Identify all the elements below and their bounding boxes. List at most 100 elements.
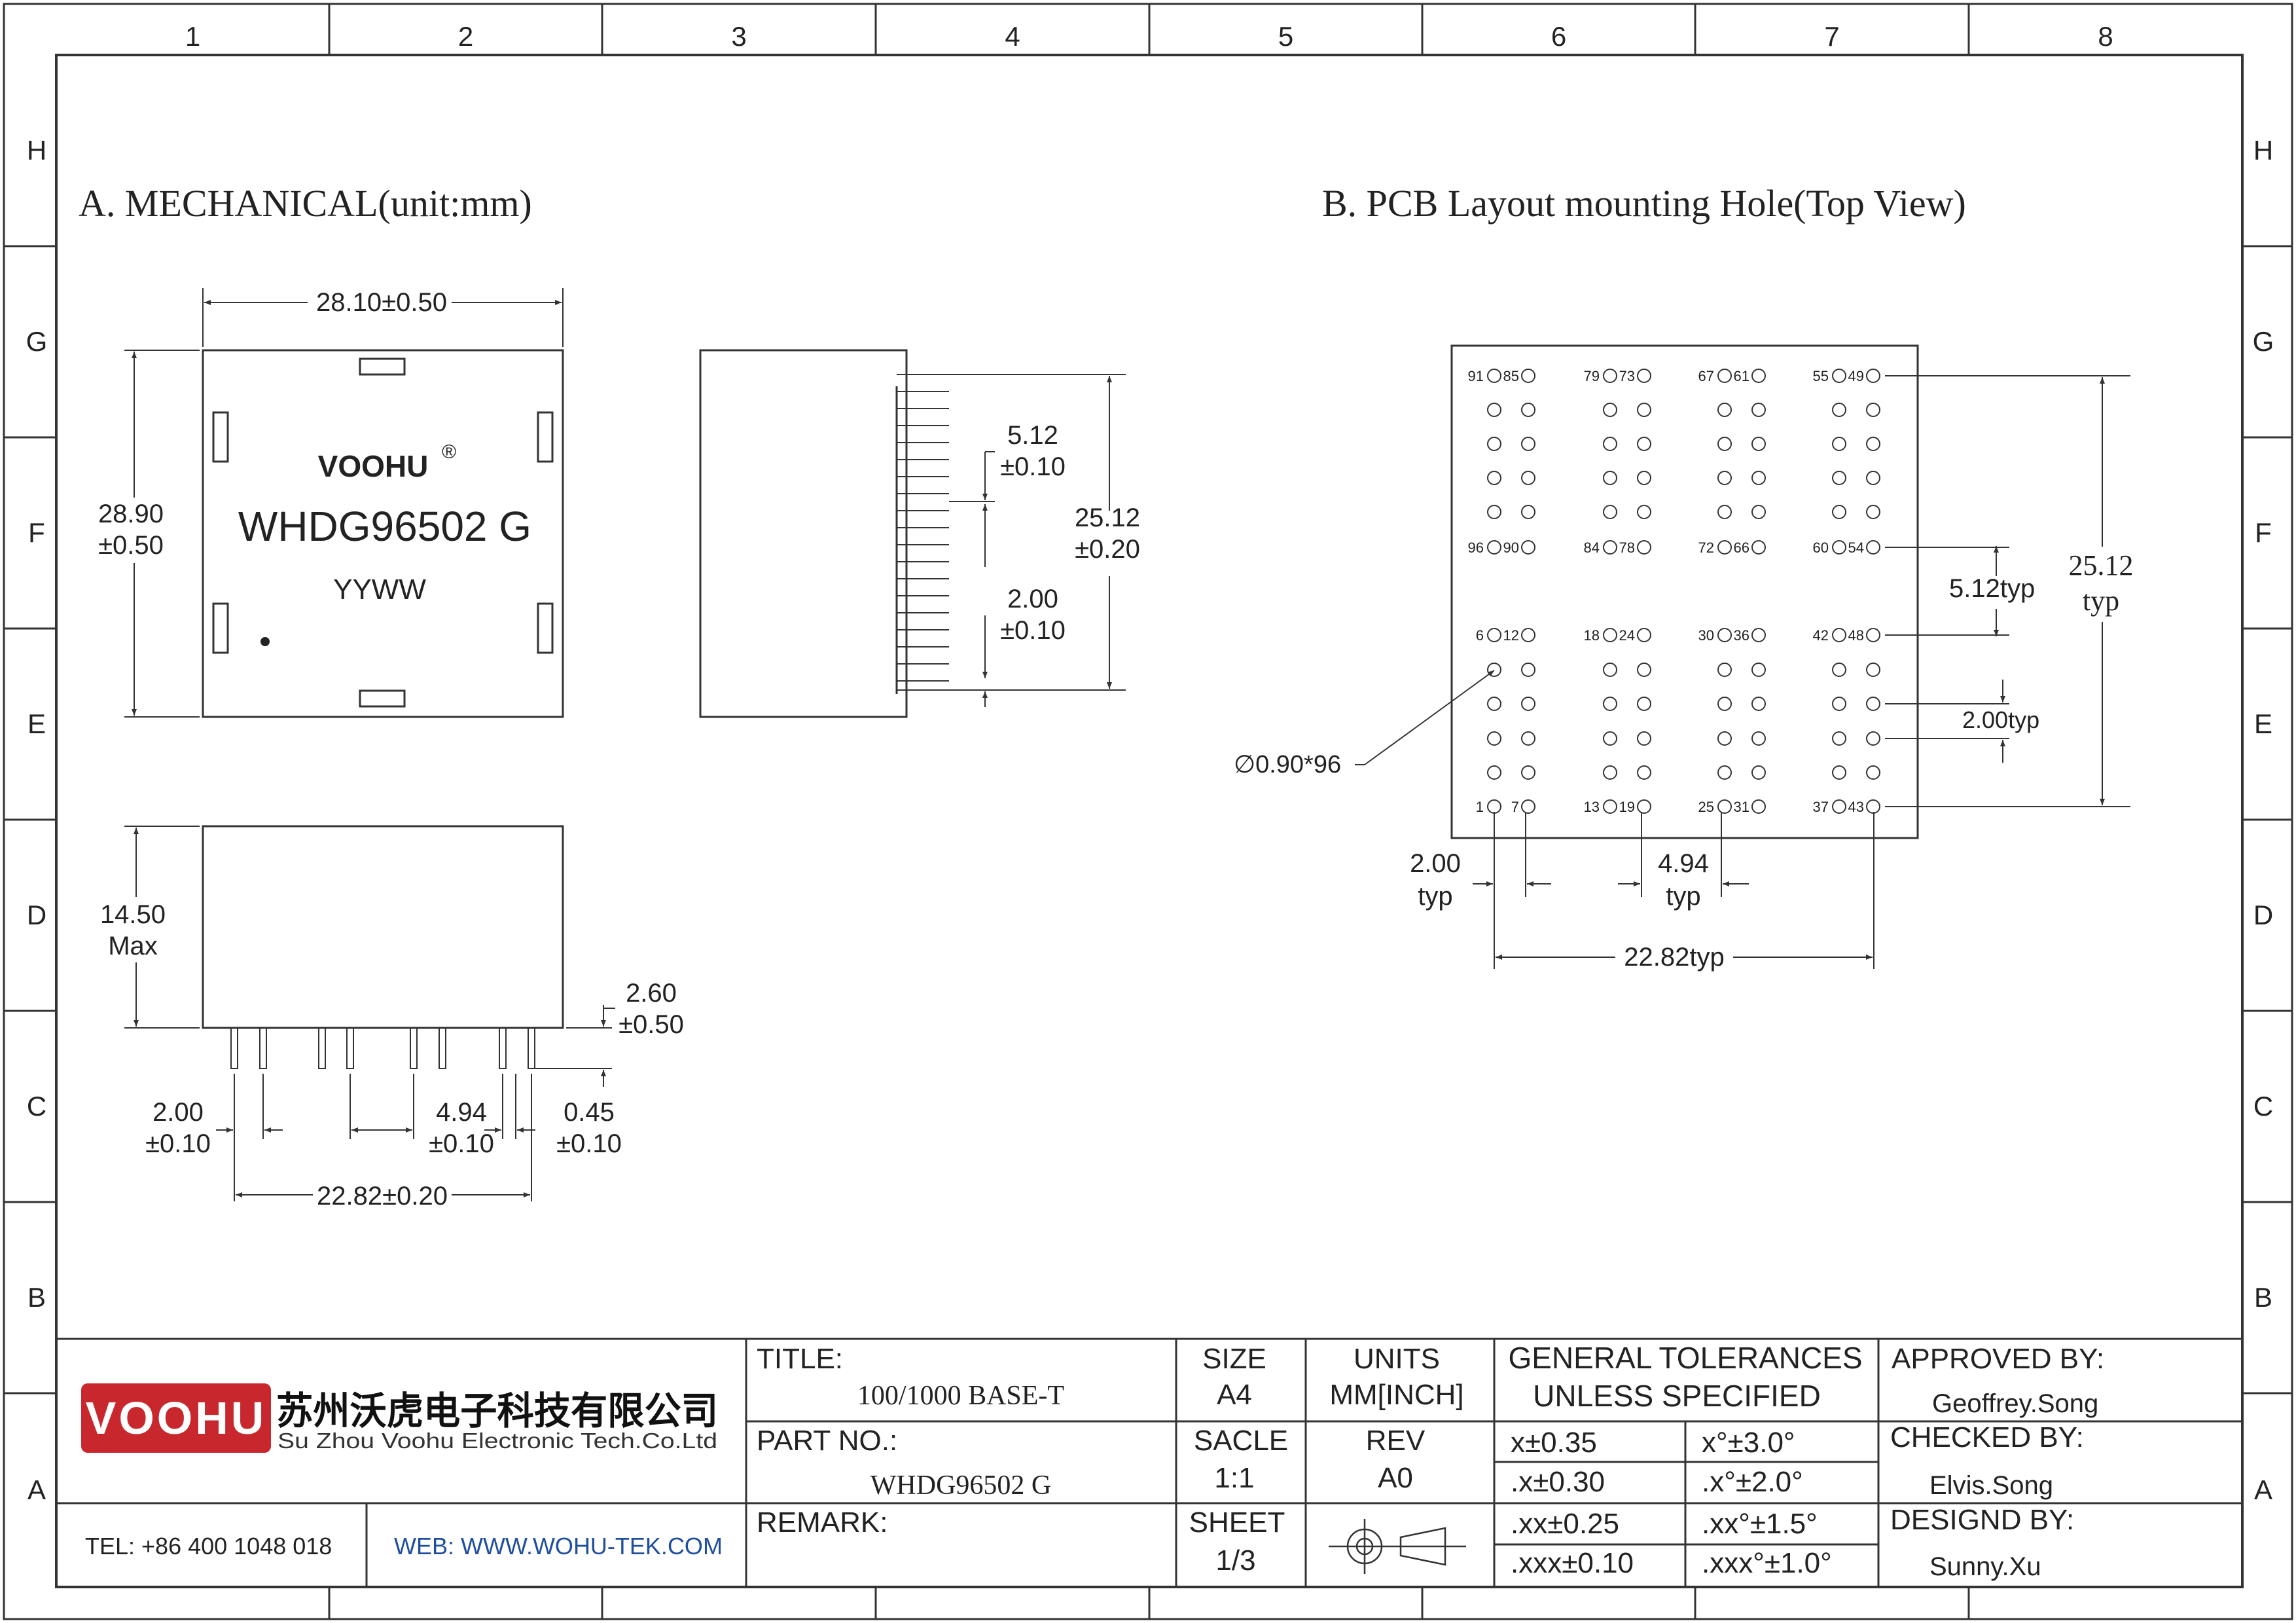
pcb-title: B. PCB Layout mounting Hole(Top View) [1322,182,1966,225]
pcb-hole [1751,540,1766,555]
pcb-outline [1450,344,1919,839]
pcb-hole [1603,471,1617,485]
sheet-label: SHEET [1189,1506,1285,1539]
pcb-hole [1832,765,1846,780]
tolerance-header-1: GENERAL TOLERANCES [1508,1341,1862,1375]
dim-bottom-total: 22.82typ [1624,943,1724,972]
pcb-hole [1487,369,1501,383]
size-value: A4 [1217,1379,1252,1411]
pcb-hole [1717,505,1732,519]
pcb-hole [1487,731,1501,746]
pcb-hole [1717,471,1732,485]
pcb-hole [1866,799,1880,814]
frame-row-label: E [27,708,46,739]
pcb-hole [1832,505,1846,519]
pcb-hole [1832,628,1846,642]
frame-row-label: B [2254,1282,2272,1313]
pcb-pin-label: 73 [1619,368,1635,384]
pcb-hole [1832,540,1846,555]
pcb-hole [1603,505,1617,519]
dim-bottom-pitch-value: 2.00 [1410,849,1461,878]
scale-value: 1:1 [1214,1462,1254,1494]
pcb-hole [1832,663,1846,677]
pcb-pin-label: 36 [1734,627,1749,644]
section-mechanical: A. MECHANICAL(unit:mm) VOOHU ® WHDG96502… [79,182,1140,1211]
pcb-hole [1637,663,1651,677]
pcb-hole [1521,765,1535,780]
frame-row-label: F [2255,517,2272,548]
dim-group-pitch-tol: ±0.10 [429,1129,494,1158]
pcb-pin-label: 85 [1503,368,1519,384]
top-view-outline [202,349,564,718]
frame-row-label: D [2253,900,2273,930]
pcb-hole [1717,437,1732,451]
pcb-hole [1487,628,1501,642]
tolerance-angular: .xxx°±1.0° [1702,1547,1832,1579]
pcb-hole [1637,403,1651,417]
pcb-hole [1603,799,1617,814]
pcb-hole [1637,628,1651,642]
part-marking: WHDG96502 G [238,503,531,550]
pcb-hole [1487,471,1501,485]
frame-row-label: C [27,1091,46,1122]
sheet-value: 1/3 [1215,1544,1255,1577]
units-label: UNITS [1354,1343,1440,1375]
pcb-hole [1832,369,1846,383]
front-view-outline [202,825,564,1069]
dim-side-pitch-tol: ±0.10 [1000,452,1066,481]
frame-row-label: H [27,135,46,166]
frame-column-label: 3 [731,21,746,52]
pcb-hole [1637,697,1651,711]
approved-label: APPROVED BY: [1892,1343,2104,1375]
pcb-hole [1603,540,1617,555]
frame-row-label: D [27,900,46,930]
pcb-pin-label: 91 [1468,368,1484,384]
pcb-hole [1751,628,1766,642]
partno-label: PART NO.: [757,1425,897,1457]
pcb-hole [1717,540,1732,555]
title-block: VOOHU 苏州沃虎电子科技有限公司 Su Zhou Voohu Electro… [56,1338,2242,1587]
frame-row-label: H [2253,135,2273,166]
brand-mark: VOOHU [318,449,429,483]
pcb-hole [1637,369,1651,383]
frame-row-label: G [2253,326,2274,357]
dim-body-height-tol: ±0.50 [98,531,164,560]
pcb-hole [1717,697,1732,711]
dim-bottom-group-typ: typ [1666,882,1700,911]
registered-mark: ® [442,441,456,463]
dim-height-value: 14.50 [100,900,166,929]
pcb-pin-label: 84 [1584,539,1600,556]
pcb-pin-label: 7 [1511,799,1519,815]
pcb-hole [1521,697,1535,711]
dim-front-total: 22.82±0.20 [317,1182,448,1211]
pcb-hole [1832,437,1846,451]
frame-column-label: 1 [185,21,200,52]
pcb-hole [1832,471,1846,485]
pcb-hole [1521,505,1535,519]
pcb-hole [1521,369,1535,383]
pcb-hole [1521,403,1535,417]
remark-label: REMARK: [757,1506,888,1539]
checked-value: Elvis.Song [1929,1471,2053,1500]
pcb-hole [1717,765,1732,780]
pcb-hole [1866,471,1880,485]
projection-symbol-icon [1329,1519,1466,1574]
pcb-pin-label: 25 [1698,799,1714,815]
front-pin [499,1027,507,1069]
pcb-hole [1751,437,1766,451]
units-value: MM[INCH] [1329,1379,1463,1411]
pcb-pin-label: 79 [1584,368,1600,384]
dim-pin-pitch-value: 2.00 [152,1098,204,1127]
tolerance-linear: .xx±0.25 [1511,1508,1619,1540]
partno-value: WHDG96502 G [870,1470,1051,1501]
tolerance-linear: .x±0.30 [1511,1466,1605,1498]
pcb-hole [1866,731,1880,746]
pcb-hole [1717,663,1732,677]
pcb-hole [1866,505,1880,519]
pcb-hole [1521,628,1535,642]
pcb-hole [1603,369,1617,383]
title-label: TITLE: [757,1343,843,1375]
website-link[interactable]: WEB: WWW.WOHU-TEK.COM [394,1533,723,1559]
